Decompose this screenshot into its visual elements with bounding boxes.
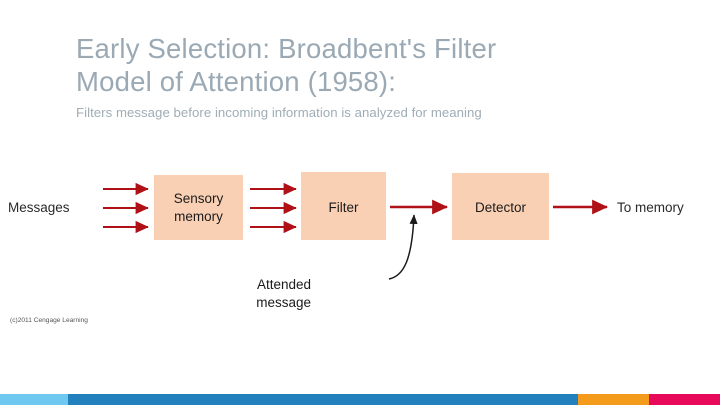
filter-box-shape [301, 172, 386, 240]
copyright-credit: (c)2011 Cengage Learning [10, 317, 88, 324]
input-arrow-group [103, 182, 149, 234]
sensory-to-filter-arrow-group [250, 182, 297, 234]
filter-label: Filter [329, 200, 360, 215]
attended-message-pointer-arrow [388, 214, 418, 280]
attended-message-label-line1: Attended [257, 277, 311, 292]
filter-box[interactable]: Filter [301, 172, 386, 240]
sensory-memory-label-line1: Sensory [174, 191, 224, 206]
sensory-memory-box-shape [154, 175, 243, 240]
bar-segment-pink [649, 394, 720, 405]
broadbent-filter-model-diagram: Messages Sensory memory [0, 155, 720, 345]
bar-segment-orange [578, 394, 649, 405]
bar-segment-light-blue [0, 394, 68, 405]
bottom-color-bar [0, 394, 720, 405]
detector-box[interactable]: Detector [452, 173, 549, 240]
page-subtitle: Filters message before incoming informat… [76, 105, 482, 120]
sensory-memory-label-line2: memory [174, 209, 223, 224]
detector-box-shape [452, 173, 549, 240]
detector-label: Detector [475, 200, 527, 215]
sensory-memory-box[interactable]: Sensory memory [154, 175, 243, 240]
title-block: Early Selection: Broadbent's Filter Mode… [76, 32, 676, 121]
messages-label: Messages [8, 200, 70, 215]
diagram-svg: Messages Sensory memory [8, 172, 684, 324]
to-memory-label: To memory [617, 200, 684, 215]
bar-segment-blue [68, 394, 578, 405]
attended-message-label-line2: message [256, 295, 311, 310]
page-title: Early Selection: Broadbent's Filter Mode… [76, 33, 497, 97]
